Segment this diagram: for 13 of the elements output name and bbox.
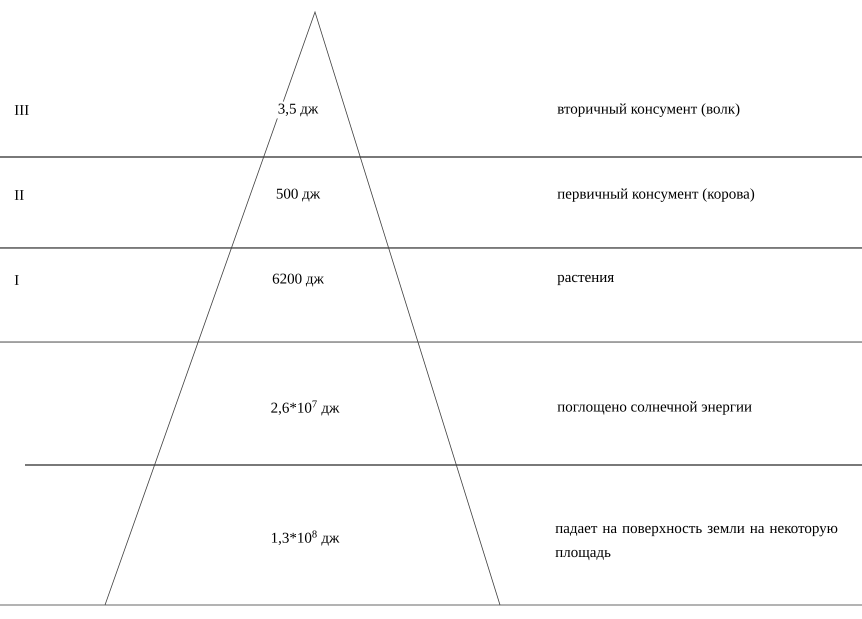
energy-value: 2,6*10$^{7}$ дж: [268, 398, 342, 418]
level-description: поглощено солнечной энергии: [555, 399, 754, 417]
energy-value: 6200 дж: [270, 272, 326, 288]
level-numeral: I: [12, 273, 22, 287]
level-numeral: II: [12, 188, 26, 202]
energy-value: 1,3*10$^{8}$ дж: [268, 528, 342, 548]
level-description: вторичный консумент (волк): [555, 101, 742, 119]
level-description: первичный консумент (корова): [555, 186, 757, 204]
energy-value: 500 дж: [274, 186, 322, 204]
level-numeral: III: [12, 103, 32, 117]
energy-value: 3,5 дж: [276, 102, 320, 118]
level-description: падает на поверхность земли на некоторую площадь: [553, 524, 848, 562]
level-description: растения: [555, 272, 616, 288]
